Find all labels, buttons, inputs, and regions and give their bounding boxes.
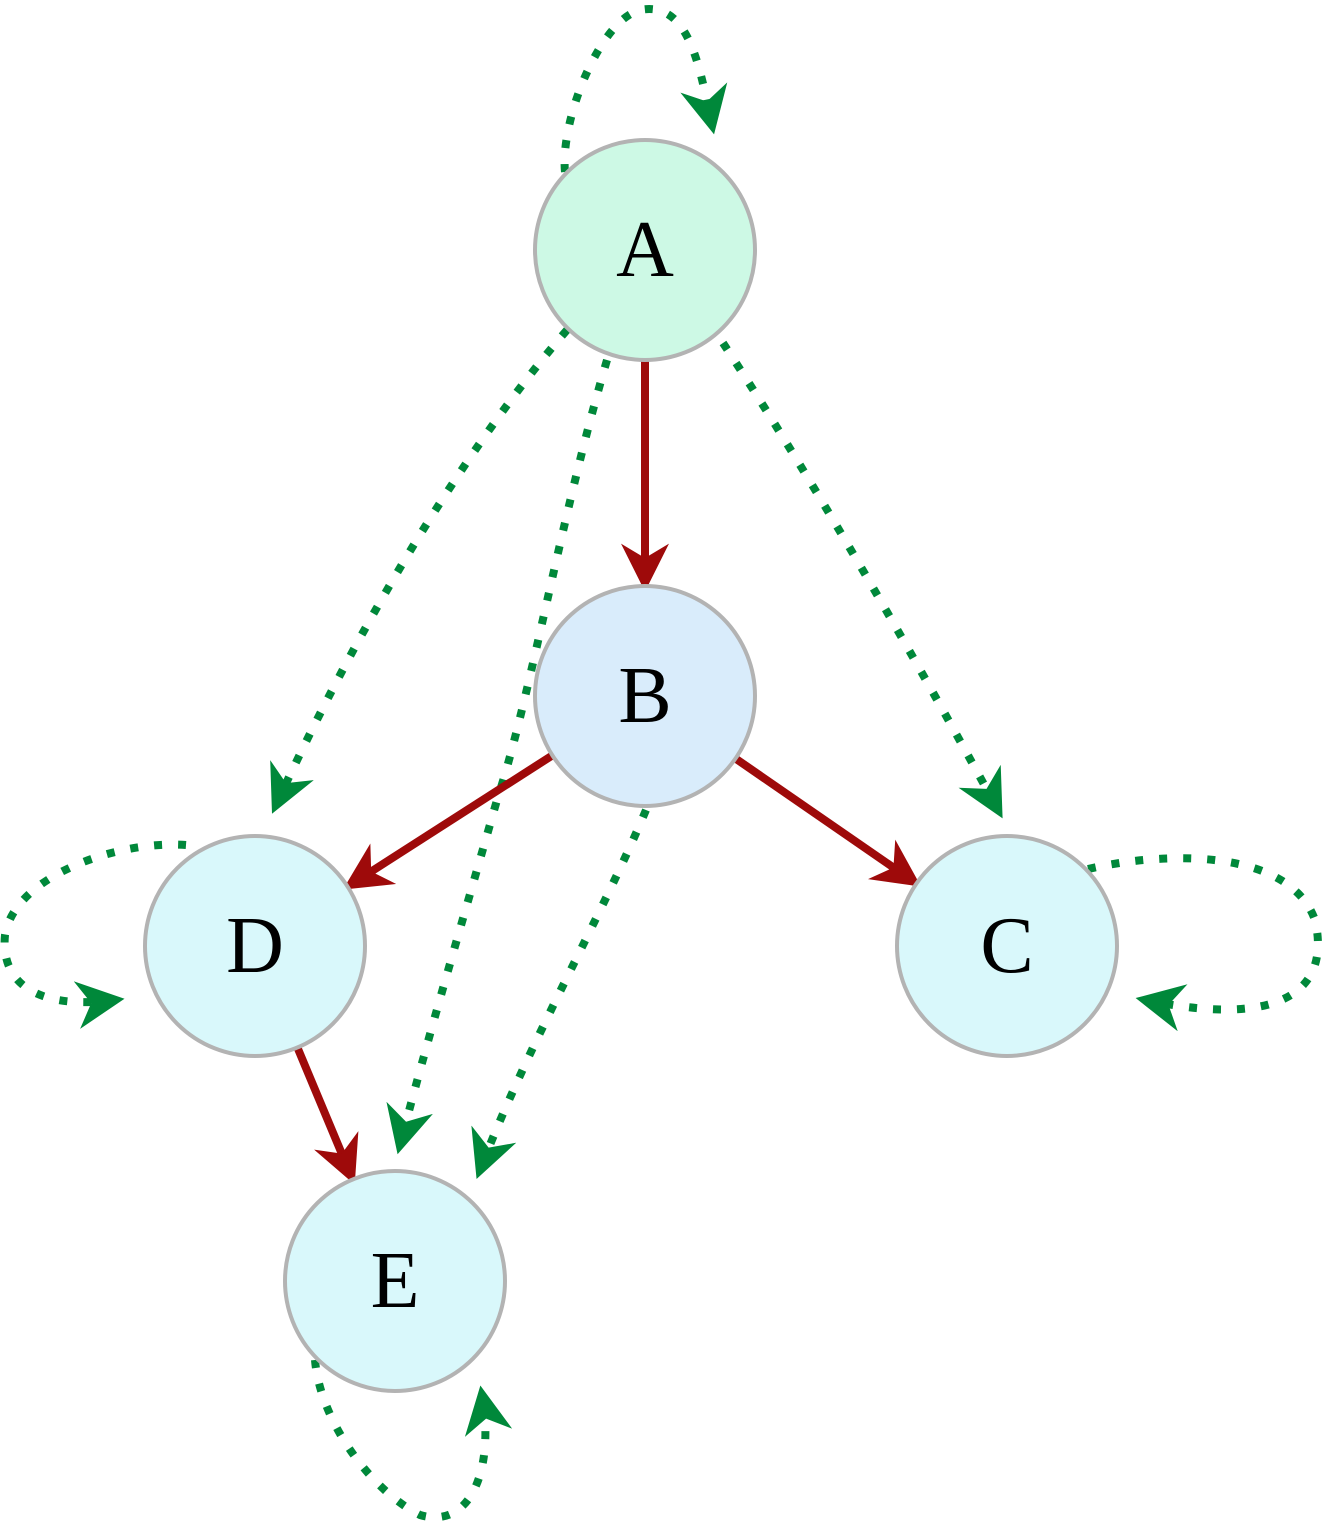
node-e: E bbox=[283, 1169, 507, 1393]
edges-layer bbox=[0, 5, 1322, 1522]
node-label-e: E bbox=[371, 1237, 420, 1325]
tree-edge-b-c bbox=[733, 755, 922, 887]
closure-edge-a-d bbox=[270, 327, 571, 814]
node-c: C bbox=[895, 834, 1119, 1058]
closure-edge-a-e bbox=[386, 358, 611, 1155]
node-a: A bbox=[533, 138, 757, 362]
node-circle-b bbox=[533, 584, 757, 808]
tree-edge-d-e bbox=[293, 1045, 359, 1185]
node-circle-d bbox=[143, 834, 367, 1058]
closure-edge-d-d bbox=[0, 840, 187, 1029]
nodes-layer: A B C D E bbox=[143, 138, 1119, 1393]
node-d: D bbox=[143, 834, 367, 1058]
closure-edge-b-e bbox=[471, 808, 650, 1179]
node-label-d: D bbox=[226, 902, 284, 990]
node-label-b: B bbox=[618, 652, 671, 740]
closure-edge-e-e bbox=[311, 1359, 513, 1522]
node-circle-c bbox=[895, 834, 1119, 1058]
node-label-c: C bbox=[980, 902, 1033, 990]
node-b: B bbox=[533, 584, 757, 808]
closure-edge-c-c bbox=[1087, 854, 1322, 1032]
closure-edge-a-c bbox=[719, 340, 1003, 819]
node-circle-a bbox=[533, 138, 757, 362]
tree-edge-b-d bbox=[342, 751, 555, 890]
node-label-a: A bbox=[616, 206, 674, 294]
node-circle-e bbox=[283, 1169, 507, 1393]
